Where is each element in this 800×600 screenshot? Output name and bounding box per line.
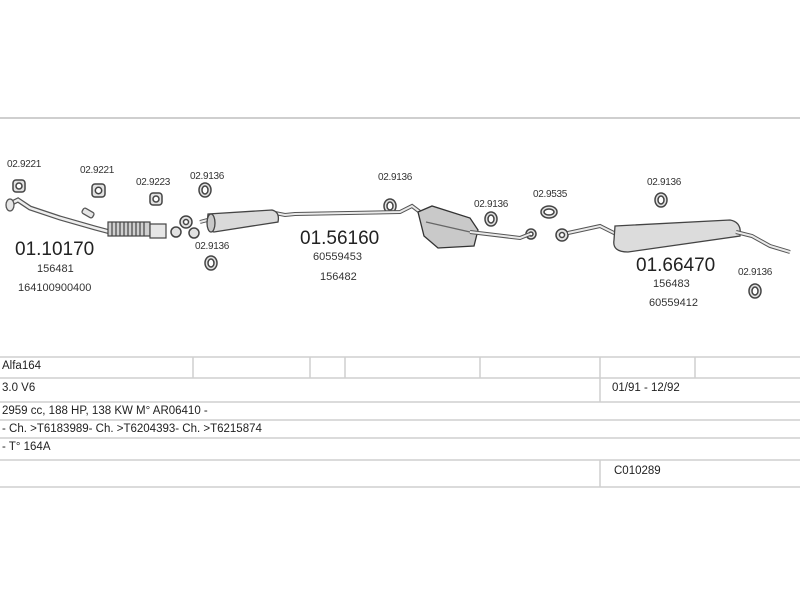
- vehicle-table-grid: [0, 356, 800, 488]
- middle-silencer-number: 01.56160: [300, 228, 380, 249]
- center-box-part: [417, 205, 531, 249]
- vehicle-engine: 3.0 V6: [2, 382, 36, 394]
- rear-silencer-oem1: 156483: [653, 278, 690, 290]
- part-ref-label: 02.9223: [136, 177, 171, 188]
- part-ref-label: 02.9136: [474, 199, 509, 210]
- rear-silencer-number: 01.66470: [636, 255, 716, 276]
- front-pipe-part: [5, 197, 111, 235]
- middle-silencer-oem1: 60559453: [313, 251, 362, 263]
- part-ref-label: 02.9136: [195, 241, 230, 252]
- vehicle-code: C010289: [614, 465, 661, 477]
- part-ref-label: 02.9136: [647, 177, 682, 188]
- middle-silencer-oem2: 156482: [320, 271, 357, 283]
- vehicle-type: - T° 164A: [2, 441, 51, 453]
- part-ref-label: 02.9535: [533, 189, 568, 200]
- part-ref-label: 02.9221: [7, 159, 42, 170]
- front-pipe-oem2: 164100900400: [18, 282, 92, 294]
- part-ref-label: 02.9136: [190, 171, 225, 182]
- part-ref-label: 02.9136: [378, 172, 413, 183]
- part-ref-label: 02.9136: [738, 267, 773, 278]
- vehicle-spec: 2959 cc, 188 HP, 138 KW M° AR06410 -: [2, 405, 208, 417]
- vehicle-model: Alfa164: [2, 360, 42, 372]
- rear-silencer-part: [567, 219, 791, 254]
- middle-silencer-part: [199, 203, 422, 233]
- part-ref-label: 02.9221: [80, 165, 115, 176]
- vehicle-chassis: - Ch. >T6183989- Ch. >T6204393- Ch. >T62…: [2, 423, 262, 435]
- rear-silencer-oem2: 60559412: [649, 297, 698, 309]
- gasket-rings: [12, 179, 762, 299]
- front-pipe-oem1: 156481: [37, 263, 74, 275]
- vehicle-years: 01/91 - 12/92: [612, 382, 680, 394]
- flex-pipe-part: [107, 221, 167, 239]
- front-pipe-number: 01.10170: [15, 239, 95, 260]
